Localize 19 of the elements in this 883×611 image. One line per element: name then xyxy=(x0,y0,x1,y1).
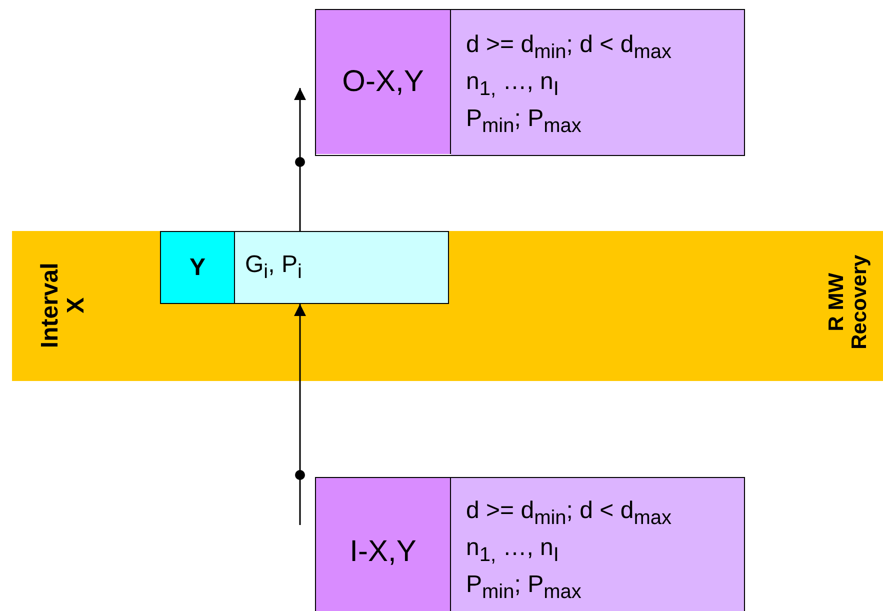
process-box xyxy=(315,477,745,611)
heading-cell: O-X,Y xyxy=(316,10,451,154)
band xyxy=(12,231,883,381)
cell-text: G$_{i}$, P$_{i}$ xyxy=(245,251,302,284)
detail-line: n$_{1,}$ …, n$_{I}$ xyxy=(466,66,559,102)
band-label: Interval X xyxy=(38,262,90,350)
arrow xyxy=(294,304,306,525)
label-cell xyxy=(160,231,235,304)
detail-line: n$_{1,}$ …, n$_{I}$ xyxy=(466,532,559,568)
arrow xyxy=(294,88,306,231)
heading-cell: I-X,Y xyxy=(316,478,451,611)
value-cell xyxy=(234,231,449,304)
detail-line: d >= d$_{min}$; d < d$_{max}$ xyxy=(466,30,672,65)
detail-line: P$_{min}$; P$_{max}$ xyxy=(466,104,582,138)
band-label: R MW Recovery xyxy=(824,254,872,352)
detail-line: P$_{min}$; P$_{max}$ xyxy=(466,570,582,604)
cell-text: Y xyxy=(189,254,206,282)
detail-line: d >= d$_{min}$; d < d$_{max}$ xyxy=(466,496,672,531)
process-box xyxy=(315,9,745,156)
